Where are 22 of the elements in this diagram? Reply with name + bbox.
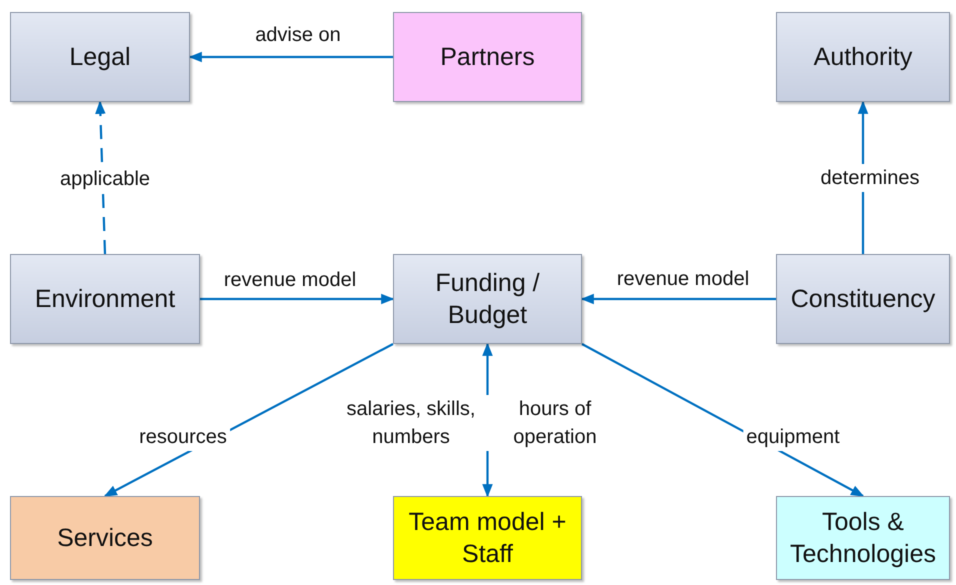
node-label: Authority xyxy=(812,42,914,73)
process-box xyxy=(10,12,190,102)
process-box xyxy=(776,496,950,580)
process-box xyxy=(776,12,950,102)
node-label: Services xyxy=(56,522,154,554)
process-box xyxy=(393,12,582,102)
node-label: Team model + Staff xyxy=(408,506,568,570)
node-label: Partners xyxy=(439,42,536,73)
arrow xyxy=(581,343,864,497)
node-label: Legal xyxy=(68,42,132,73)
node-label: Funding / Budget xyxy=(434,268,541,331)
process-box xyxy=(776,254,950,344)
node-label: Tools & Technologies xyxy=(789,506,937,570)
arrow xyxy=(200,294,394,304)
arrow xyxy=(580,294,776,304)
node-label: Constituency xyxy=(790,284,936,315)
process-box xyxy=(393,254,582,344)
process-box xyxy=(393,496,582,580)
process-box xyxy=(10,496,200,580)
process-box xyxy=(10,254,200,344)
node-label: Environment xyxy=(34,284,176,315)
arrow xyxy=(188,52,393,62)
